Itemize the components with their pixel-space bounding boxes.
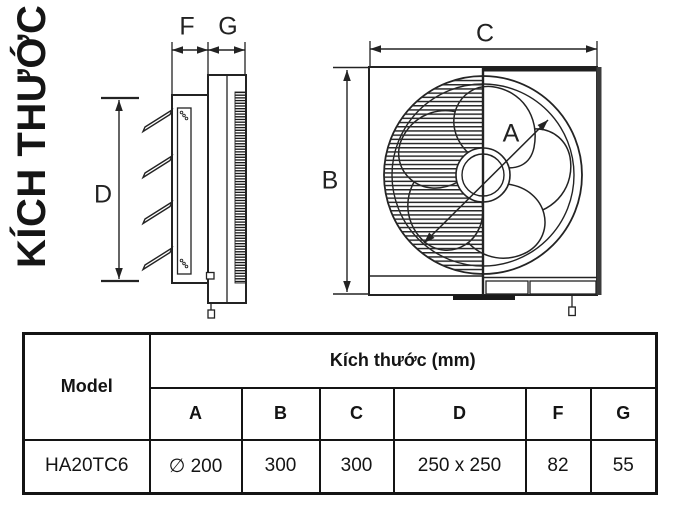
front-view-drawing bbox=[333, 41, 602, 317]
side-rear-grille bbox=[234, 91, 247, 284]
dim-label-d: D bbox=[93, 180, 113, 209]
dim-c bbox=[369, 41, 598, 67]
side-knob bbox=[205, 271, 215, 280]
col-header-g: G bbox=[589, 386, 658, 441]
front-bottom-strip bbox=[369, 275, 597, 295]
col-header-b: B bbox=[240, 386, 321, 441]
screw-slot-dots bbox=[179, 110, 189, 269]
value-a: ∅ 200 bbox=[148, 438, 243, 495]
value-g: 55 bbox=[589, 438, 658, 495]
dimensions-header: Kích thước (mm) bbox=[148, 332, 658, 389]
dim-line-a bbox=[423, 119, 549, 244]
louver-slats bbox=[141, 108, 174, 272]
model-value: HA20TC6 bbox=[22, 438, 151, 495]
col-header-c: C bbox=[318, 386, 395, 441]
dimensions-table: Model Kích thước (mm) A B C D F G HA20TC… bbox=[22, 332, 659, 495]
value-d: 250 x 250 bbox=[392, 438, 527, 495]
col-header-a: A bbox=[148, 386, 243, 441]
value-b: 300 bbox=[240, 438, 321, 495]
dim-label-a: A bbox=[502, 119, 520, 148]
front-pull-cord bbox=[568, 295, 576, 317]
value-c: 300 bbox=[318, 438, 395, 495]
dim-label-g: G bbox=[218, 12, 238, 41]
side-pull-cord bbox=[207, 303, 216, 319]
model-header: Model bbox=[22, 332, 151, 441]
dim-label-b: B bbox=[321, 166, 339, 195]
front-right-edge bbox=[596, 67, 602, 295]
front-top-bar bbox=[483, 67, 597, 72]
table-row: HA20TC6 ∅ 200 300 300 250 x 250 82 55 bbox=[22, 438, 658, 495]
col-header-f: F bbox=[524, 386, 592, 441]
dim-b bbox=[333, 66, 370, 295]
col-header-d: D bbox=[392, 386, 527, 441]
dim-label-c: C bbox=[475, 19, 495, 48]
side-view-drawing bbox=[101, 42, 247, 319]
side-inner-panel bbox=[176, 107, 192, 275]
dim-label-f: F bbox=[179, 12, 195, 41]
value-f: 82 bbox=[524, 438, 592, 495]
dim-d bbox=[101, 96, 139, 283]
front-mount-bar bbox=[453, 295, 515, 300]
